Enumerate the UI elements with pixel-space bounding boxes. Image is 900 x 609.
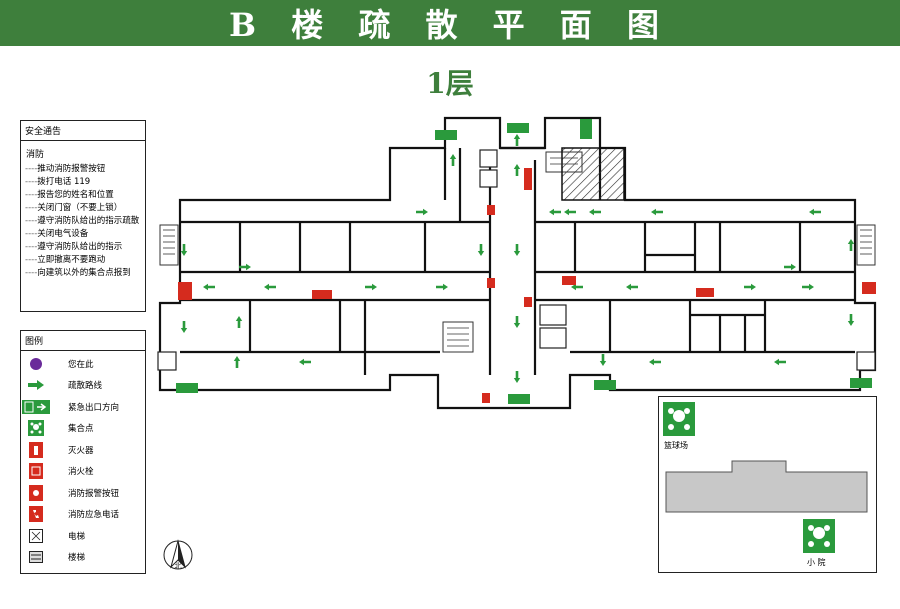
legend-label: 您在此 (68, 359, 94, 370)
shaft-area (561, 147, 625, 201)
legend-item: 楼梯 (21, 547, 145, 569)
legend-item: 消防报警按钮 (21, 482, 145, 504)
notice-item: ----立即撤离不要跑动 (25, 255, 106, 266)
notice-section: 消防 (26, 150, 45, 160)
assembly-point-icon (21, 420, 51, 437)
legend-item: 疏散路线 (21, 375, 145, 397)
fire-extinguisher-icon (21, 441, 51, 458)
stairs-west (159, 224, 179, 266)
walls (158, 116, 877, 410)
basketball-court-label: 篮球场 (664, 441, 688, 450)
building-outline (665, 460, 868, 513)
assembly-point-icon (663, 402, 695, 436)
fire-hydrant-icon (21, 463, 51, 480)
courtyard-label: 小 院 (807, 558, 826, 567)
legend-item: 消防应急电话 (21, 504, 145, 526)
notice-item: ----关闭门窗（不要上锁） (25, 202, 123, 213)
legend-item: 消火栓 (21, 461, 145, 483)
stairs-south (442, 321, 474, 353)
notice-title: 安全通告 (21, 121, 145, 141)
notice-item: ----关闭电气设备 (25, 228, 89, 239)
notice-list: ----推动消防报警按钮 ----拨打电话 119 ----报告您的姓名和位置 ---… (21, 164, 145, 280)
legend-label: 消防报警按钮 (68, 488, 120, 499)
legend-label: 消火栓 (68, 467, 94, 478)
legend-item: 灭火器 (21, 439, 145, 461)
legend-list: 您在此疏散路线紧急出口方向集合点灭火器消火栓消防报警按钮消防应急电话电梯楼梯 (21, 351, 145, 568)
emergency-phone-icon (21, 506, 51, 523)
floor-label: 1层 (426, 67, 474, 100)
legend-item: 您在此 (21, 353, 145, 375)
exit-signs (176, 119, 872, 404)
compass-icon: 北 (163, 539, 193, 570)
compass-label: 北 (175, 562, 182, 570)
emergency-exit-icon (21, 399, 51, 414)
fire-equipment (178, 168, 876, 403)
title-banner: B 楼 疏 散 平 面 图 (0, 0, 900, 46)
legend-item: 集合点 (21, 418, 145, 440)
legend-item: 电梯 (21, 525, 145, 547)
safety-notice-panel: 安全通告 消防 ----推动消防报警按钮 ----拨打电话 119 ----报告您的… (20, 120, 146, 312)
legend-label: 消防应急电话 (68, 510, 120, 521)
legend-label: 电梯 (68, 531, 86, 542)
legend-panel: 图例 您在此疏散路线紧急出口方向集合点灭火器消火栓消防报警按钮消防应急电话电梯楼… (20, 330, 146, 574)
legend-label: 集合点 (68, 424, 94, 435)
legend-label: 疏散路线 (68, 381, 103, 392)
notice-item: ----遵守消防队给出的指示疏散 (25, 215, 140, 226)
notice-item: ----遵守消防队给出的指示 (25, 242, 123, 253)
site-map-inset: 篮球场 小 院 (658, 396, 877, 573)
page-title: B 楼 疏 散 平 面 图 (229, 6, 671, 44)
evacuation-arrow-icon (21, 380, 51, 391)
legend-label: 紧急出口方向 (68, 402, 120, 413)
notice-item: ----拨打电话 119 (25, 176, 91, 187)
elevator-icon (21, 528, 51, 543)
stairs-east (856, 224, 876, 266)
evacuation-arrows (180, 134, 855, 383)
legend-label: 楼梯 (68, 553, 86, 564)
legend-item: 紧急出口方向 (21, 396, 145, 418)
you-are-here-icon (21, 357, 51, 371)
notice-item: ----推动消防报警按钮 (25, 163, 106, 174)
fire-alarm-button-icon (21, 484, 51, 501)
notice-item: ----报告您的姓名和位置 (25, 189, 114, 200)
legend-label: 灭火器 (68, 445, 94, 456)
stairs-icon (21, 551, 51, 564)
assembly-point-icon (803, 519, 835, 553)
legend-title: 图例 (21, 331, 145, 351)
notice-item: ----向建筑以外的集合点报到 (25, 268, 131, 279)
